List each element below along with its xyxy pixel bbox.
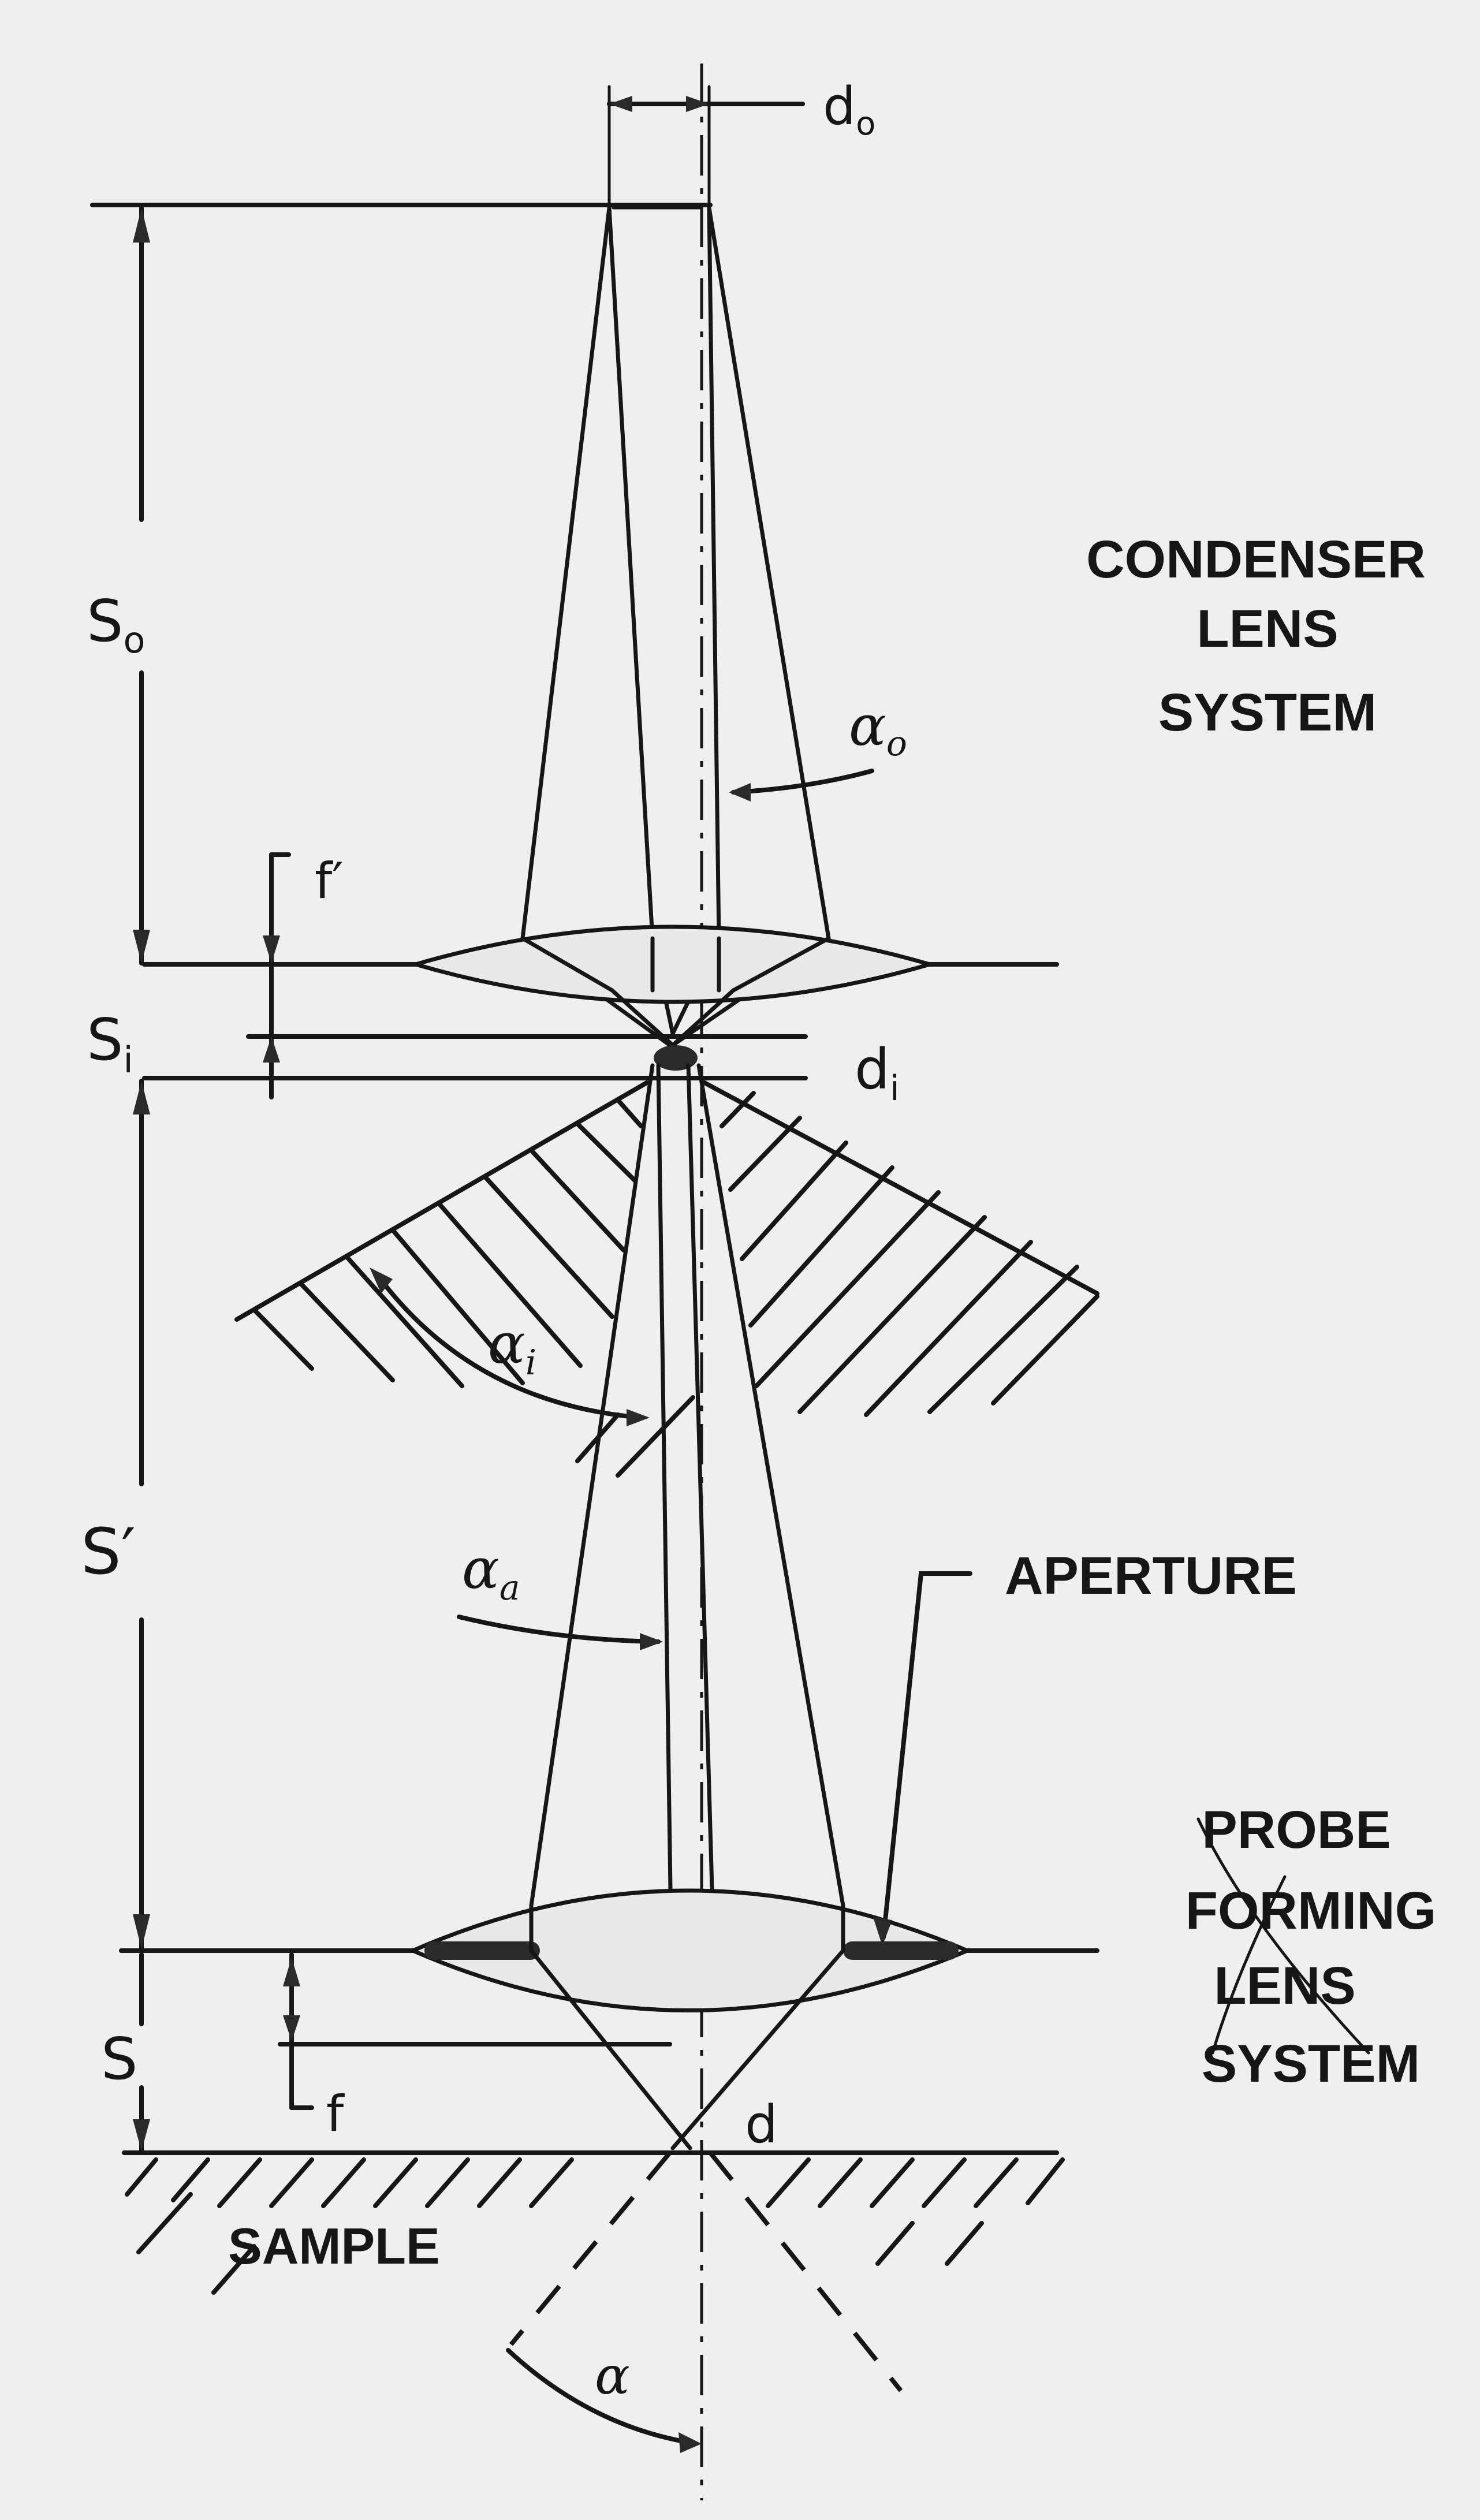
alphai-pointer	[376, 1274, 643, 1420]
probe-label-line-3: LENS	[1214, 1956, 1355, 2015]
alpha0-pointer	[731, 769, 874, 795]
probe-label-line-4: SYSTEM	[1202, 2034, 1420, 2093]
probe-beam	[529, 1063, 845, 2000]
left-dimension-line	[133, 206, 150, 2153]
probe-forming-lens-system-label: PROBE FORMING LENS SYSTEM	[1186, 1800, 1436, 2093]
source-dimension	[607, 85, 805, 210]
condenser-label-line-2: LENS	[1196, 599, 1338, 658]
f-label: f	[326, 2085, 345, 2143]
si-label: Si	[87, 1006, 133, 1081]
condenser-lens-system-label: CONDENSER LENS SYSTEM	[1086, 530, 1426, 742]
probe-label-line-2: FORMING	[1186, 1881, 1436, 1940]
condenser-label-line-1: CONDENSER	[1086, 530, 1426, 589]
condenser-beam	[520, 206, 831, 1047]
alpha0-label: αo	[849, 694, 907, 764]
probe-label-line-1: PROBE	[1202, 1800, 1390, 1859]
probe-label-stroke-1	[1196, 1817, 1370, 2055]
alpha-arrowhead	[679, 2432, 702, 2453]
sample-label: SAMPLE	[228, 2217, 440, 2275]
aperture-left-plate	[424, 1941, 540, 1960]
s-label: S	[101, 2025, 137, 2093]
scatter-dash-right	[708, 2151, 903, 2392]
d0-label: do	[823, 76, 875, 143]
f-prime-label: f′	[315, 852, 344, 910]
crossover-spot	[654, 1045, 698, 1071]
f-marker	[283, 1952, 314, 2110]
aperture-hatch	[234, 1080, 1099, 1478]
alpha-arc	[506, 2348, 692, 2445]
scatter-dash-left	[509, 2151, 672, 2346]
aperture-label: APERTURE	[1005, 1546, 1297, 1605]
probe-lens	[408, 1888, 972, 2012]
d-label: d	[745, 2094, 778, 2155]
s0-label: So	[87, 587, 145, 661]
alphai-label: αi	[488, 1311, 536, 1383]
alphaa-pointer	[457, 1615, 661, 1644]
condenser-label-line-3: SYSTEM	[1158, 683, 1377, 742]
di-label: di	[855, 1037, 900, 1109]
aperture-right-plate	[843, 1941, 959, 1960]
alpha-label: α	[595, 2346, 630, 2406]
sample-hatch	[125, 2157, 1065, 2295]
condenser-lens	[408, 925, 937, 1004]
f-prime-marker	[263, 852, 291, 1099]
alphaa-label: αa	[462, 1537, 520, 1608]
s-prime-label: S′	[81, 1515, 136, 1589]
probe-focus-rays	[529, 1903, 845, 2150]
aperture-pointer	[881, 1571, 972, 1940]
probe-label-stroke-2	[1211, 1875, 1287, 2055]
